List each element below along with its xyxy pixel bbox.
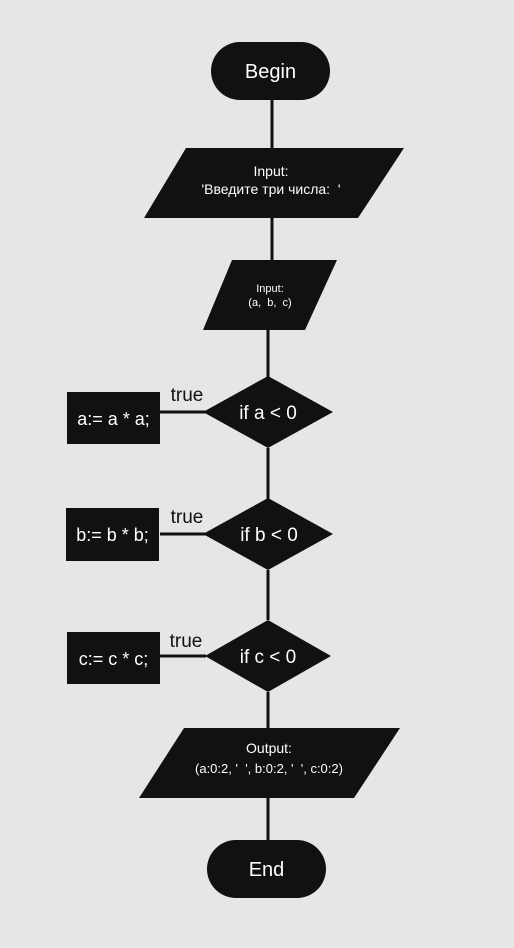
cond-b-label: if b < 0	[240, 525, 298, 546]
cond-a-action-text: a:= a * a;	[77, 409, 150, 429]
input-prompt-heading: Input:	[253, 163, 288, 179]
output-heading: Output:	[246, 740, 292, 756]
begin-terminator: Begin	[211, 42, 330, 100]
cond-b-block: if b < 0 true b:= b * b;	[66, 498, 333, 570]
output-block: Output: (a:0:2, ' ', b:0:2, ' ', c:0:2)	[139, 728, 400, 798]
input-vars-text: (a, b, c)	[248, 297, 291, 309]
input-prompt-text: 'Введите три числа: '	[201, 181, 340, 197]
end-label: End	[249, 859, 285, 881]
begin-label: Begin	[245, 61, 296, 83]
output-text: (a:0:2, ' ', b:0:2, ' ', c:0:2)	[195, 761, 343, 776]
cond-c-diamond	[205, 620, 331, 692]
cond-b-action-text: b:= b * b;	[76, 525, 149, 545]
end-terminator: End	[207, 840, 326, 898]
output-shape	[139, 728, 400, 798]
cond-c-action-text: c:= c * c;	[79, 649, 149, 669]
input-prompt-block: Input: 'Введите три числа: '	[144, 148, 404, 218]
cond-a-block: if a < 0 true a:= a * a;	[67, 376, 333, 448]
cond-c-block: if c < 0 true c:= c * c;	[67, 620, 331, 692]
cond-a-label: if a < 0	[239, 403, 297, 424]
input-vars-block: Input: (a, b, c)	[203, 260, 337, 330]
input-vars-heading: Input:	[256, 283, 284, 295]
input-vars-shape	[203, 260, 337, 330]
cond-c-true-label: true	[170, 631, 203, 652]
cond-c-action-box	[67, 632, 160, 684]
connectors	[160, 100, 274, 840]
end-shape	[207, 840, 326, 898]
cond-c-label: if c < 0	[240, 647, 297, 668]
cond-a-diamond	[203, 376, 333, 448]
cond-a-action-box	[67, 392, 160, 444]
begin-shape	[211, 42, 330, 100]
input-prompt-shape	[144, 148, 404, 218]
cond-b-diamond	[203, 498, 333, 570]
cond-b-true-label: true	[171, 507, 204, 528]
cond-b-action-box	[66, 508, 159, 561]
cond-a-true-label: true	[171, 385, 204, 406]
